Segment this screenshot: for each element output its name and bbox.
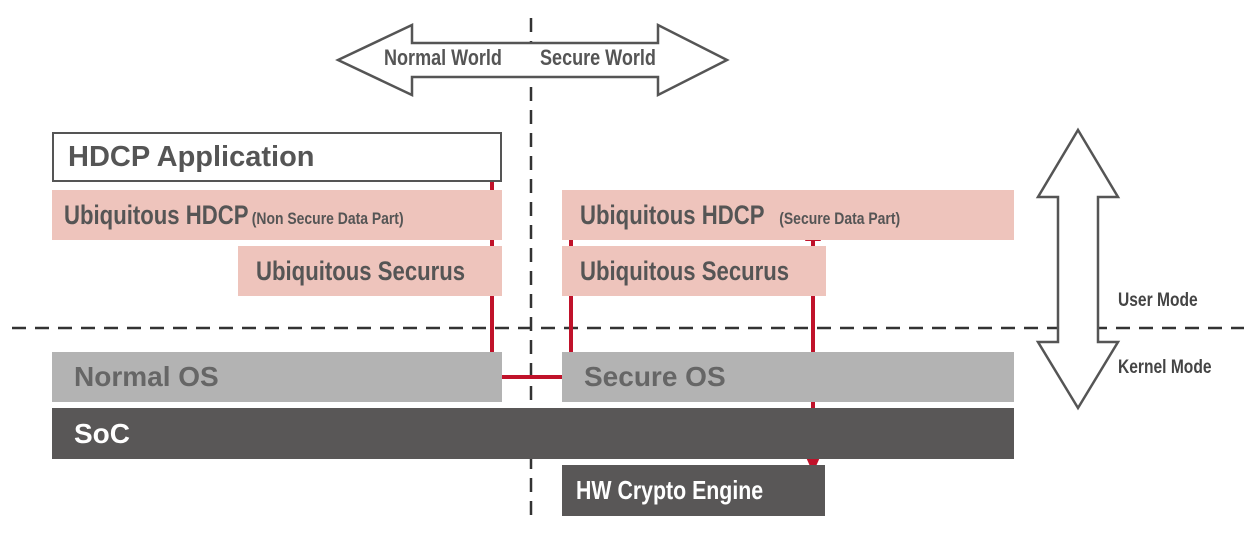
mode-double-arrow	[1035, 127, 1121, 411]
arrowhead-down-crypto	[805, 455, 821, 473]
secure-data-part-label: (Secure Data Part)	[779, 208, 901, 228]
secure-world-label: Secure World	[540, 45, 656, 70]
secure-os-block: Secure OS	[562, 352, 1014, 402]
kernel-mode-label: Kernel Mode	[1118, 357, 1212, 378]
soc-label: SoC	[74, 417, 130, 449]
world-double-arrow	[335, 22, 730, 98]
normal-world-label: Normal World	[384, 45, 502, 70]
ubiquitous-hdcp-secure-block: Ubiquitous HDCP (Secure Data Part)	[562, 190, 1014, 240]
ubiquitous-securus-normal-block: Ubiquitous Securus	[238, 246, 502, 296]
hw-crypto-engine-label: HW Crypto Engine	[576, 475, 764, 505]
ubiquitous-securus-secure-label: Ubiquitous Securus	[580, 255, 790, 286]
non-secure-data-part-label: (Non Secure Data Part)	[251, 208, 404, 228]
normal-os-label: Normal OS	[74, 361, 219, 392]
soc-block: SoC	[52, 408, 1014, 459]
ubiquitous-hdcp-non-secure-block: Ubiquitous HDCP(Non Secure Data Part)	[52, 190, 502, 240]
hdcp-application-block: HDCP Application	[52, 132, 502, 182]
secure-os-label: Secure OS	[584, 361, 726, 392]
ubiquitous-securus-secure-block: Ubiquitous Securus	[562, 246, 826, 296]
ubiquitous-securus-normal-label: Ubiquitous Securus	[256, 255, 466, 286]
normal-os-block: Normal OS	[52, 352, 502, 402]
ubiquitous-hdcp-non-secure-label: Ubiquitous HDCP	[64, 199, 249, 230]
user-mode-label: User Mode	[1118, 290, 1198, 311]
hdcp-application-label: HDCP Application	[68, 140, 315, 173]
ubiquitous-hdcp-secure-label: Ubiquitous HDCP	[580, 199, 765, 230]
hw-crypto-engine-block: HW Crypto Engine	[562, 465, 825, 516]
